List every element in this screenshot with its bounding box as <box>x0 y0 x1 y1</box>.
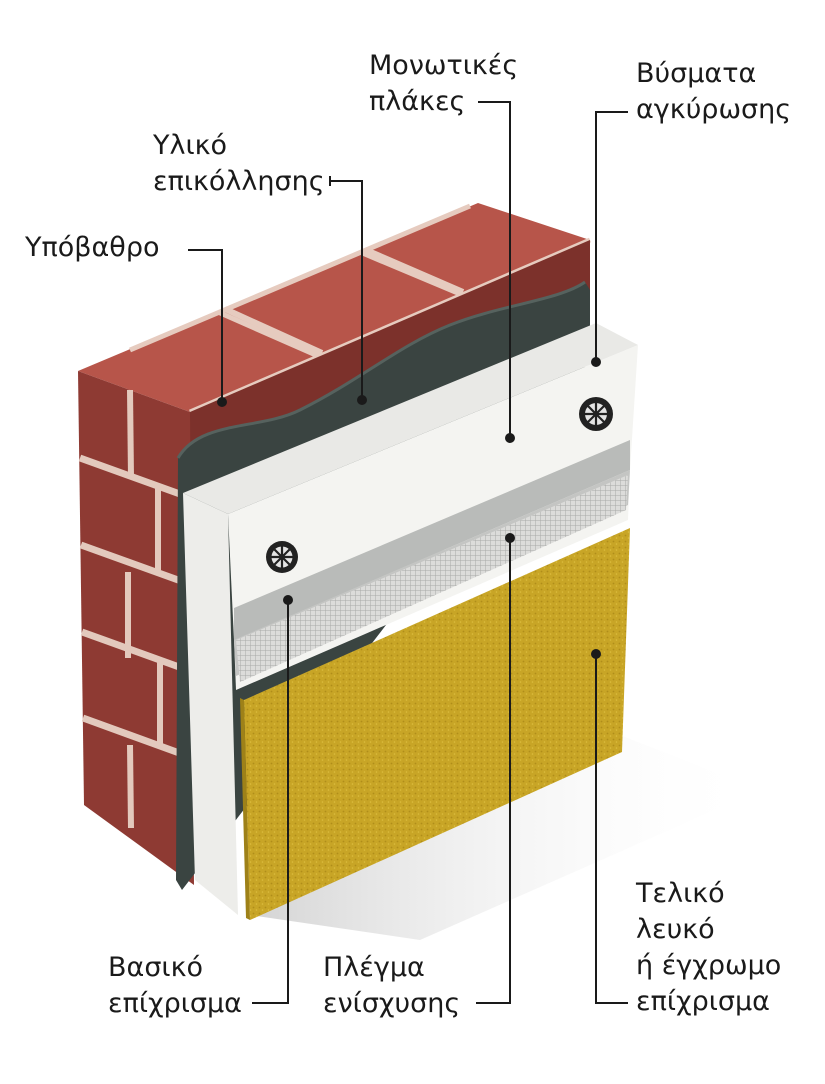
label-insulation-boards: Μονωτικές πλάκες <box>369 50 519 117</box>
label-reinforcement-mesh: Πλέγμα ενίσχυσης <box>323 952 461 1019</box>
reinforcement-mesh-layer <box>236 475 628 682</box>
leader-dots <box>217 357 601 659</box>
anchor-dowel-icon <box>266 541 298 573</box>
label-substrate: Υπόβαθρο <box>25 232 160 263</box>
label-finish-render: Τελικό λευκό ή έγχρωμο επίχρισμα <box>636 878 782 1017</box>
anchor-dowel-icon <box>579 397 613 431</box>
floor-shadow <box>250 735 760 940</box>
label-base-coat: Βασικό επίχρισμα <box>108 952 242 1019</box>
finish-render-layer <box>240 528 630 920</box>
label-adhesive: Υλικό επικόλλησης <box>153 130 325 197</box>
leader-lines <box>188 101 628 1004</box>
label-anchor-dowels: Βύσματα αγκύρωσης <box>636 58 792 125</box>
